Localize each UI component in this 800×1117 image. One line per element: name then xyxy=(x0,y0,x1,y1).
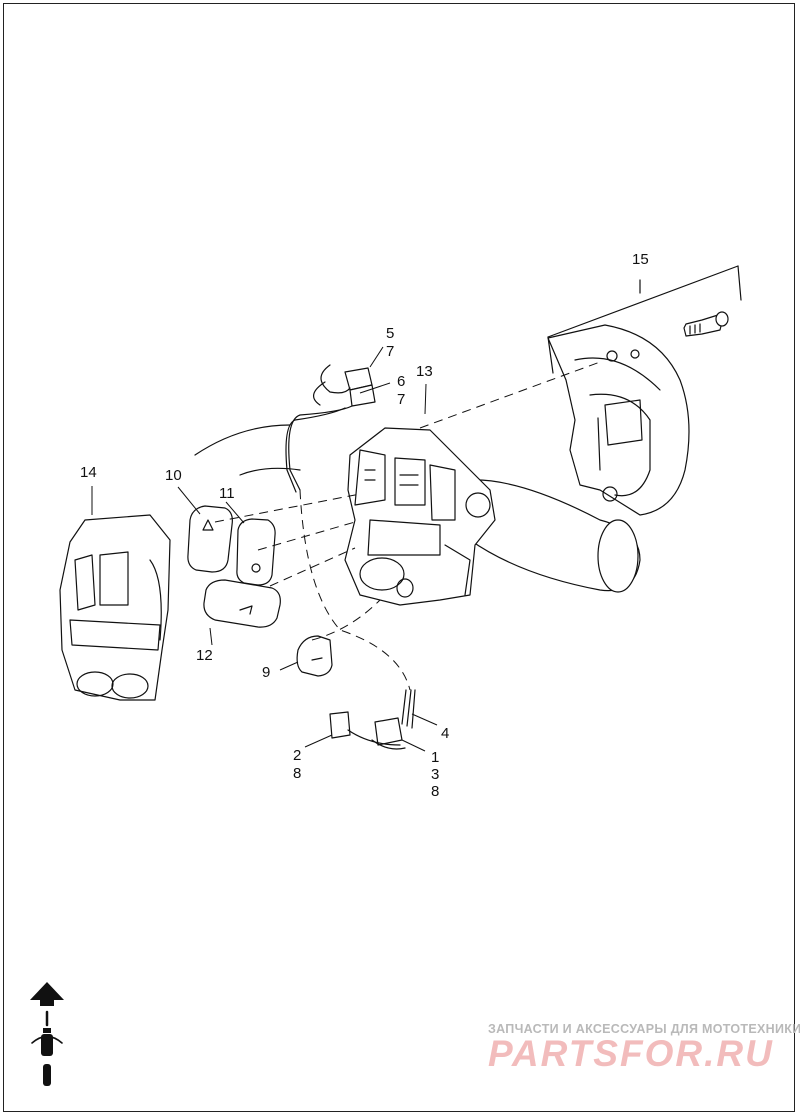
handlebar-grip xyxy=(194,424,641,593)
callout-12: 12 xyxy=(196,647,213,664)
callout-15: 15 xyxy=(632,251,649,268)
callout-1: 1 xyxy=(431,749,439,766)
callout-7b: 7 xyxy=(397,391,405,408)
leader-lines xyxy=(91,346,438,752)
callout-8a: 8 xyxy=(293,765,301,782)
part-9-button xyxy=(296,635,333,677)
front-arrow-icon xyxy=(30,982,64,1027)
alignment-lines xyxy=(214,361,601,691)
part-15-screw xyxy=(683,311,729,337)
watermark-brand: PARTSFOR.RU xyxy=(488,1033,774,1074)
callout-3: 3 xyxy=(431,766,439,783)
part-13-switch-housing xyxy=(344,427,496,606)
callout-5: 5 xyxy=(386,325,394,342)
watermark-tagline: ЗАПЧАСТИ И АКСЕССУАРЫ ДЛЯ МОТОТЕХНИКИ xyxy=(488,1022,800,1036)
callout-4: 4 xyxy=(441,725,449,742)
callout-11: 11 xyxy=(219,485,235,502)
part-15-upper-housing xyxy=(547,324,690,516)
part-12-turn-button xyxy=(203,579,281,628)
callout-13: 13 xyxy=(416,363,433,380)
callout-8b: 8 xyxy=(431,783,439,800)
diagram-frame xyxy=(3,3,795,1112)
callout-7a: 7 xyxy=(386,343,394,360)
leader-15-bracket xyxy=(547,265,739,338)
callout-labels: 15 5 7 6 7 13 14 10 11 12 9 4 2 8 1 3 8 xyxy=(80,251,649,800)
part-10-hazard-button xyxy=(187,505,233,573)
part-14-lower-housing xyxy=(59,514,171,701)
callout-14: 14 xyxy=(80,464,97,481)
motorcycle-front-icon xyxy=(31,1028,63,1086)
part-1-2-3-4-8-connectors xyxy=(329,689,416,750)
callout-6: 6 xyxy=(397,373,405,390)
part-11-cruise-button xyxy=(236,518,276,586)
callout-9: 9 xyxy=(262,664,270,681)
callout-2: 2 xyxy=(293,747,301,764)
callout-10: 10 xyxy=(165,467,182,484)
